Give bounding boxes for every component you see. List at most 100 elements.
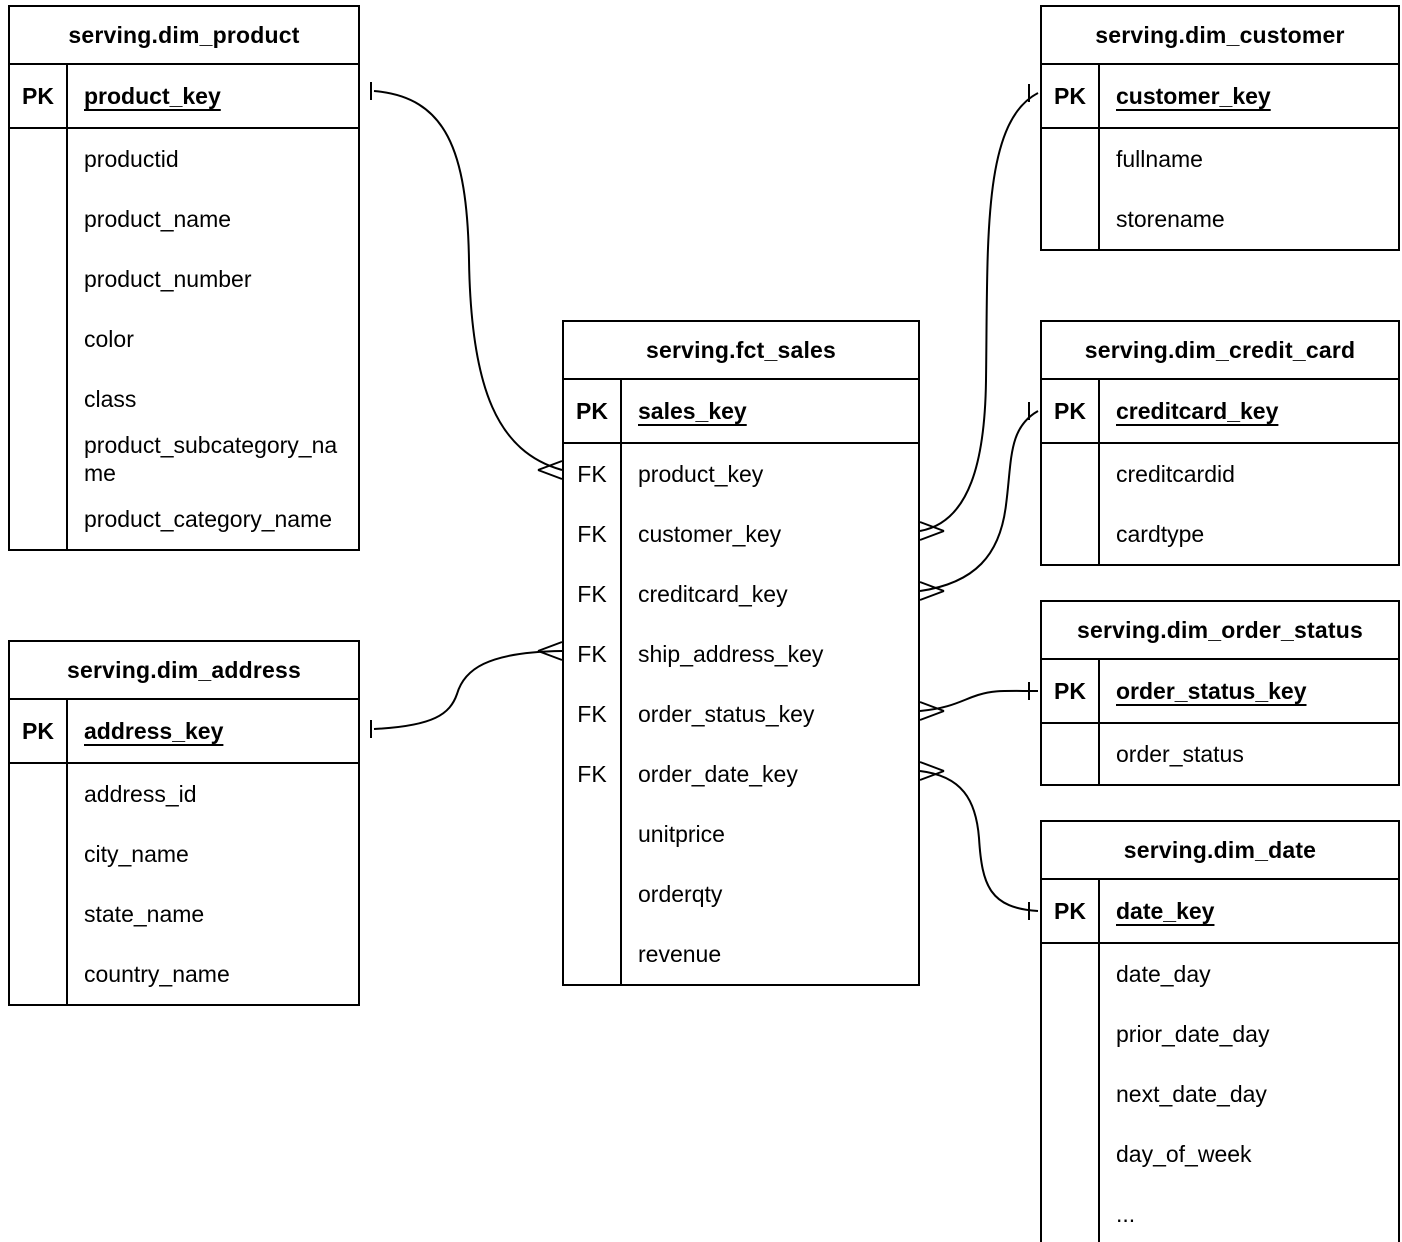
key-cell [10,369,68,429]
key-cell [1042,1004,1100,1064]
field-name: creditcard_key [638,581,788,607]
field-name: city_name [84,841,189,867]
field-name: product_category_name [84,506,333,532]
table-row-pk: PK date_key [1042,880,1398,944]
table-row: address_id [10,764,358,824]
many-cardinality-icon [919,581,945,601]
relationship-line [919,92,1039,532]
field-name: state_name [84,901,205,927]
pk-badge: PK [564,380,622,442]
table-row: class [10,369,358,429]
table-row: day_of_week [1042,1124,1398,1184]
pk-field-name: date_key [1116,898,1215,924]
table-row: orderqty [564,864,918,924]
many-cardinality-icon [919,701,945,721]
table-row-pk: PK sales_key [564,380,918,444]
field-name: address_id [84,781,197,807]
fk-badge: FK [564,624,622,684]
relationship-product [370,82,563,480]
relationship-line [919,410,1039,592]
table-row: productid [10,129,358,189]
field-name: product_subcategory_name [84,432,338,486]
key-cell [1042,724,1100,784]
field-name: ship_address_key [638,641,824,667]
relationship-line [373,90,563,471]
field-name: order_date_key [638,761,798,787]
table-fct-sales: serving.fct_sales PK sales_key FK produc… [562,320,920,986]
table-row: next_date_day [1042,1064,1398,1124]
table-title: serving.dim_customer [1042,7,1398,65]
table-row: order_status [1042,724,1398,784]
key-cell [10,884,68,944]
table-row-pk: PK customer_key [1042,65,1398,129]
fk-badge: FK [564,504,622,564]
field-name: class [84,386,137,412]
pk-field-name: product_key [84,83,221,109]
table-dim-product: serving.dim_product PK product_key produ… [8,5,360,551]
pk-badge: PK [1042,660,1100,722]
pk-field-name: sales_key [638,398,747,424]
key-cell [564,924,622,984]
key-cell [1042,189,1100,249]
table-dim-order-status: serving.dim_order_status PK order_status… [1040,600,1400,786]
field-name: prior_date_day [1116,1021,1270,1047]
field-name: unitprice [638,821,725,847]
table-title: serving.fct_sales [564,322,918,380]
key-cell [10,129,68,189]
key-cell [1042,129,1100,189]
key-cell [10,309,68,369]
field-name: date_day [1116,961,1211,987]
pk-badge: PK [10,700,68,762]
field-name: country_name [84,961,230,987]
key-cell [10,824,68,884]
pk-badge: PK [1042,65,1100,127]
table-row: state_name [10,884,358,944]
many-cardinality-icon [919,761,945,781]
field-name: revenue [638,941,722,967]
pk-field-name: address_key [84,718,224,744]
key-cell [1042,444,1100,504]
pk-badge: PK [1042,880,1100,942]
many-cardinality-icon [919,521,945,541]
field-name: day_of_week [1116,1141,1252,1167]
table-row: product_category_name [10,489,358,549]
table-row: FK creditcard_key [564,564,918,624]
field-name: storename [1116,206,1225,232]
table-row: country_name [10,944,358,1004]
key-cell [1042,944,1100,1004]
fk-badge: FK [564,684,622,744]
field-name: ... [1116,1201,1136,1227]
table-row: color [10,309,358,369]
table-row: FK order_date_key [564,744,918,804]
table-row: creditcardid [1042,444,1398,504]
table-row: storename [1042,189,1398,249]
field-name: color [84,326,134,352]
table-dim-customer: serving.dim_customer PK customer_key ful… [1040,5,1400,251]
table-row: city_name [10,824,358,884]
field-name: cardtype [1116,521,1205,547]
table-title: serving.dim_order_status [1042,602,1398,660]
many-cardinality-icon [537,641,563,661]
key-cell [1042,504,1100,564]
key-cell [1042,1184,1100,1242]
field-name: order_status [1116,741,1244,767]
table-row: FK order_status_key [564,684,918,744]
key-cell [10,764,68,824]
table-title: serving.dim_credit_card [1042,322,1398,380]
key-cell [10,249,68,309]
table-dim-date: serving.dim_date PK date_key date_day pr… [1040,820,1400,1242]
table-row: product_name [10,189,358,249]
fk-badge: FK [564,444,622,504]
pk-field-name: customer_key [1116,83,1271,109]
table-row: cardtype [1042,504,1398,564]
table-row: prior_date_day [1042,1004,1398,1064]
table-title: serving.dim_product [10,7,358,65]
table-row-pk: PK order_status_key [1042,660,1398,724]
key-cell [10,189,68,249]
relationship-line [373,650,563,730]
pk-field-name: creditcard_key [1116,398,1279,424]
relationship-line [919,689,1039,712]
table-title: serving.dim_date [1042,822,1398,880]
